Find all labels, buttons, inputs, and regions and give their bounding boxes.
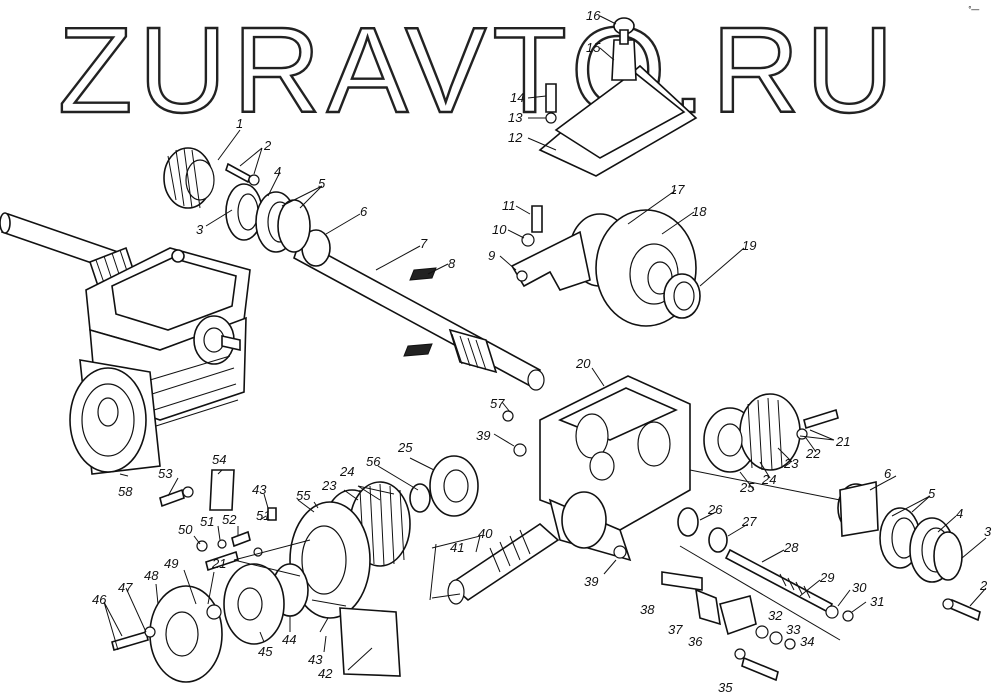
part-label-5-upper: 5 [318, 176, 326, 191]
part-label-45: 45 [258, 644, 273, 659]
part-label-3-right: 3 [984, 524, 992, 539]
part-label-11: 11 [502, 198, 516, 213]
part-label-18: 18 [692, 204, 707, 219]
part-label-8: 8 [448, 256, 456, 271]
part-label-24-right: 24 [761, 472, 776, 487]
part-label-39-upper: 39 [476, 428, 490, 443]
part-label-1: 1 [236, 116, 243, 131]
part-label-21-right: 21 [835, 434, 850, 449]
gear-set-17-18 [510, 205, 701, 327]
part-label-30: 30 [852, 580, 867, 595]
part-label-32: 32 [768, 608, 783, 623]
gear-housing-20 [502, 375, 691, 562]
bolt-2-upper [225, 162, 260, 186]
shaft-40 [447, 522, 560, 605]
part-label-34: 34 [800, 634, 814, 649]
part-label-44: 44 [282, 632, 296, 647]
part-label-10: 10 [492, 222, 507, 237]
part-label-12: 12 [508, 130, 523, 145]
bearing-rings-upper [225, 183, 311, 253]
part-label-39-lower: 39 [584, 574, 598, 589]
part-label-5-right: 5 [928, 486, 936, 501]
gear-1 [163, 147, 215, 209]
part-label-24-left: 24 [339, 464, 354, 479]
part-label-58: 58 [118, 484, 133, 499]
part-label-43-lower: 43 [308, 652, 323, 667]
part-label-7: 7 [420, 236, 428, 251]
part-label-38: 38 [640, 602, 655, 617]
part-label-54: 54 [212, 452, 226, 467]
part-label-6-upper: 6 [360, 204, 368, 219]
part-label-49: 49 [164, 556, 178, 571]
part-label-31: 31 [870, 594, 884, 609]
watermark-text: ZURAVTO.RU [58, 2, 900, 138]
part-label-19: 19 [742, 238, 756, 253]
part-label-9: 9 [488, 248, 495, 263]
part-label-33: 33 [786, 622, 801, 637]
part-label-46: 46 [92, 592, 107, 607]
part-label-16: 16 [586, 8, 601, 23]
part-label-21-left: 21 [211, 556, 226, 571]
part-label-15: 15 [586, 40, 601, 55]
part-label-29: 29 [819, 570, 834, 585]
part-label-47: 47 [118, 580, 133, 595]
part-label-23-left: 23 [321, 478, 337, 493]
part-label-37: 37 [668, 622, 683, 637]
part-label-40: 40 [478, 526, 493, 541]
top-cover-12 [538, 17, 698, 177]
part-label-42: 42 [318, 666, 333, 681]
part-label-55: 55 [296, 488, 311, 503]
part-label-25-left: 25 [397, 440, 413, 455]
part-labels: 1 2 3 4 5 6 7 8 9 10 11 12 13 14 15 16 1… [92, 8, 992, 695]
part-label-23-right: 23 [783, 456, 799, 471]
part-label-41: 41 [450, 540, 464, 555]
part-label-51-right: 51 [256, 508, 270, 523]
part-label-2-right: 2 [979, 578, 988, 593]
part-label-14: 14 [510, 90, 524, 105]
clutch-parts [111, 469, 401, 683]
part-label-51-left: 51 [200, 514, 214, 529]
main-shaft [293, 229, 545, 391]
part-label-53: 53 [158, 466, 173, 481]
part-label-22: 22 [805, 446, 821, 461]
part-label-4-right: 4 [956, 506, 963, 521]
part-label-36: 36 [688, 634, 703, 649]
part-label-57: 57 [490, 396, 505, 411]
part-label-6-right: 6 [884, 466, 892, 481]
part-label-26: 26 [707, 502, 723, 517]
part-label-50: 50 [178, 522, 193, 537]
synchronizer-right [703, 393, 839, 473]
part-label-4-upper: 4 [274, 164, 281, 179]
part-label-56: 56 [366, 454, 381, 469]
corner-mark: °— [968, 5, 980, 14]
shift-rod-parts [661, 507, 854, 682]
bearing-rings-right [837, 481, 981, 622]
part-label-48: 48 [144, 568, 159, 583]
part-label-43-upper: 43 [252, 482, 267, 497]
part-label-28: 28 [783, 540, 799, 555]
gearbox-assembly [0, 212, 251, 475]
part-label-52: 52 [222, 512, 237, 527]
part-label-35: 35 [718, 680, 733, 695]
part-label-25-right: 25 [739, 480, 755, 495]
part-label-3-upper: 3 [196, 222, 204, 237]
part-label-20: 20 [575, 356, 591, 371]
part-label-2-upper: 2 [263, 138, 272, 153]
leader-lines [103, 15, 987, 671]
part-label-17: 17 [670, 182, 685, 197]
part-label-27: 27 [741, 514, 757, 529]
part-label-13: 13 [508, 110, 523, 125]
